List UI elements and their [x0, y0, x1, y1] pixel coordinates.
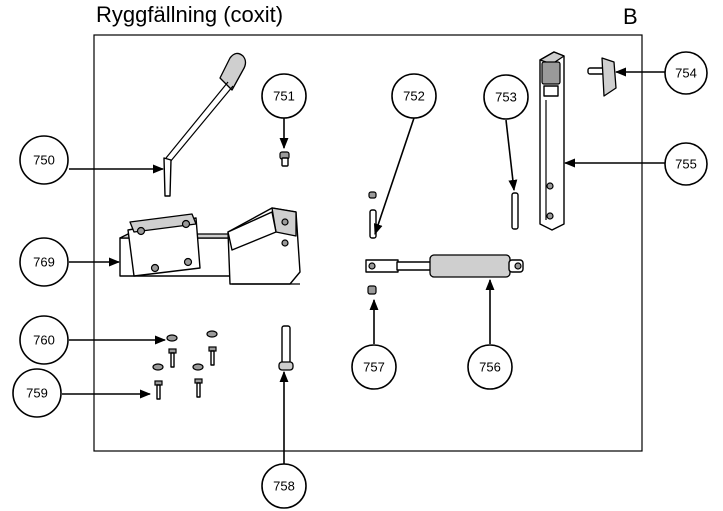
callout-769: 769	[19, 237, 69, 287]
diagram-title: Ryggfällning (coxit)	[96, 2, 284, 27]
callout-label: 759	[26, 386, 48, 401]
part-screws	[154, 346, 217, 400]
callout-label: 754	[675, 66, 697, 81]
callout-label: 758	[273, 479, 295, 494]
callout-755: 755	[664, 142, 708, 186]
callout-label: 756	[479, 360, 501, 375]
callout-751: 751	[261, 73, 307, 119]
callout-label: 752	[403, 89, 425, 104]
part-pin	[368, 191, 377, 239]
callout-752: 752	[391, 73, 437, 119]
callout-760: 760	[19, 315, 69, 365]
callout-label: 751	[273, 89, 295, 104]
callout-756: 756	[467, 344, 513, 390]
callout-label: 755	[675, 157, 697, 172]
sheet-letter: B	[623, 4, 638, 29]
callout-label: 757	[363, 360, 385, 375]
part-nut	[367, 285, 377, 295]
part-bracket-assembly	[119, 207, 301, 285]
part-arm-bracket	[539, 51, 565, 231]
callout-label: 750	[33, 153, 55, 168]
drawing-frame	[93, 34, 643, 452]
callout-757: 757	[351, 344, 397, 390]
leader-752	[373, 117, 415, 236]
part-long-pin	[278, 325, 294, 371]
callout-758: 758	[261, 463, 307, 509]
part-knob	[587, 57, 617, 97]
callout-label: 760	[33, 333, 55, 348]
leader-753	[505, 119, 518, 192]
callout-label: 769	[33, 255, 55, 270]
part-gas-spring	[365, 254, 524, 278]
callout-759: 759	[12, 368, 62, 418]
callout-750: 750	[19, 135, 69, 185]
part-rod	[511, 192, 519, 230]
callout-label: 753	[495, 90, 517, 105]
part-washers	[152, 330, 218, 371]
part-lever-handle	[163, 52, 247, 197]
callout-754: 754	[664, 51, 708, 95]
callout-753: 753	[483, 74, 529, 120]
part-small-nut	[279, 151, 290, 167]
